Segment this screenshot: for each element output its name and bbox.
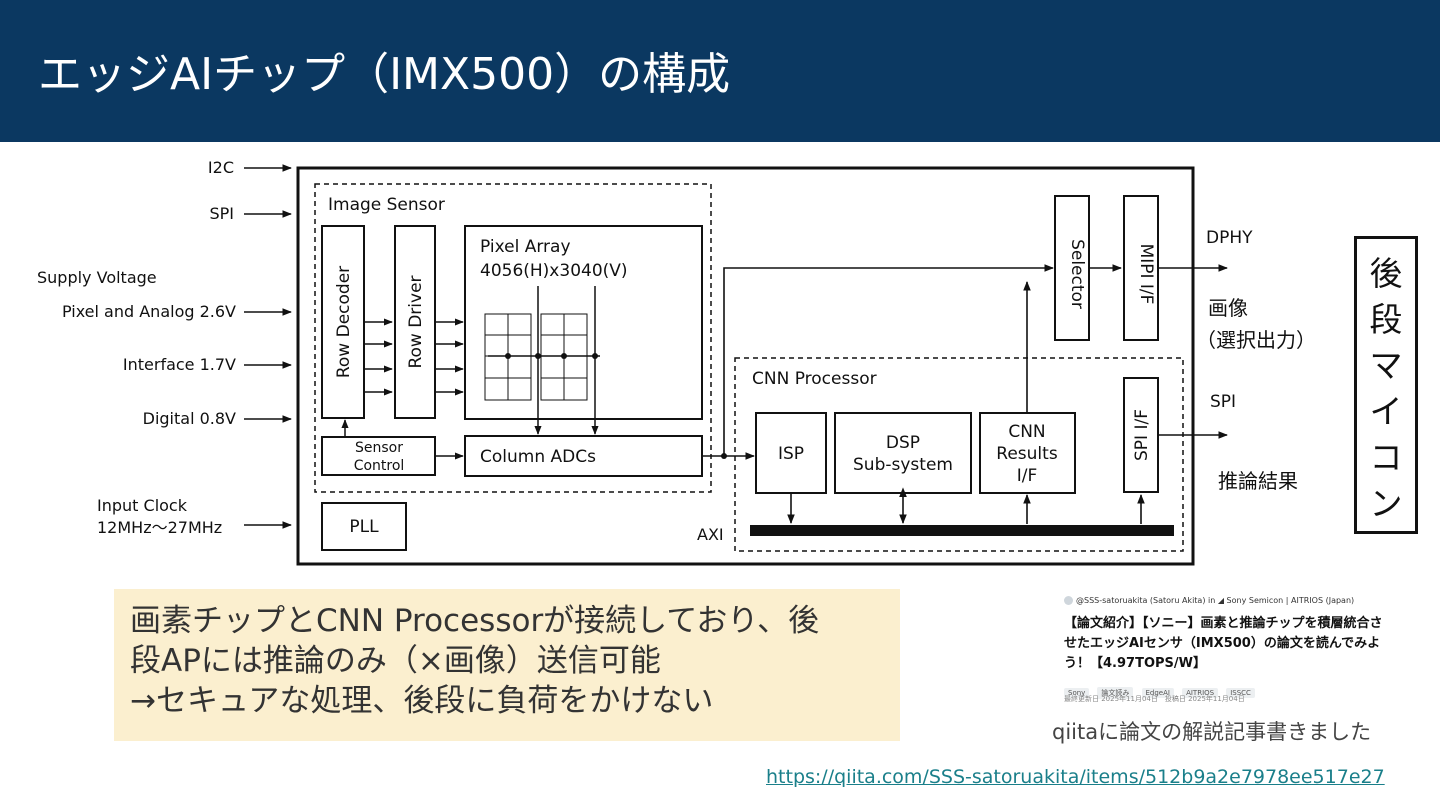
row-decoder-block: [321, 225, 365, 419]
sensor-control-label-1: Sensor: [355, 440, 403, 456]
dsp-label-1: DSP: [886, 433, 920, 453]
column-adcs-label: Column ADCs: [480, 447, 596, 467]
clock-range-label: 12MHz～27MHz: [97, 518, 222, 537]
mipi-block: [1123, 195, 1159, 341]
cnn-results-label-1: CNN: [1008, 422, 1045, 442]
digital-voltage-label: Digital 0.8V: [143, 409, 236, 428]
spi-out-label: SPI: [1210, 392, 1236, 412]
image-output-label: 画像: [1208, 296, 1248, 320]
image-sensor-region: [314, 183, 712, 493]
image-sensor-label: Image Sensor: [328, 195, 445, 215]
title-bar: エッジAIチップ（IMX500）の構成: [0, 0, 1440, 142]
dsp-label-2: Sub-system: [853, 455, 953, 475]
pixel-array-block: [464, 225, 703, 420]
article-dates: 最終更新日 2025年11月04日 投稿日 2025年11月04日: [1064, 695, 1245, 703]
input-spi-label: SPI: [209, 204, 234, 223]
sensor-control-label-2: Control: [354, 458, 405, 474]
axi-bus: [750, 525, 1174, 536]
isp-label: ISP: [778, 444, 804, 464]
input-i2c-label: I2C: [208, 158, 234, 177]
article-tag[interactable]: EdgeAI: [1141, 688, 1174, 698]
chip-outline: [296, 166, 1195, 566]
mipi-label: MIPI I/F: [1136, 244, 1156, 305]
pixel-array-label: Pixel Array: [480, 237, 571, 257]
inference-result-label: 推論結果: [1218, 469, 1298, 493]
cnn-results-block: [979, 412, 1076, 494]
imx500-block-diagram: I2C SPI Supply Voltage Pixel and Analog …: [37, 158, 1316, 566]
article-organization: Sony Semicon | AITRIOS (Japan): [1226, 596, 1355, 605]
row-decoder-label: Row Decoder: [334, 266, 354, 378]
user-avatar-icon: [1064, 596, 1073, 605]
article-caption: qiitaに論文の解説記事書きました: [1052, 720, 1372, 744]
article-tags: Sony 論文読み EdgeAI AITRIOS ISSCC: [1064, 680, 1258, 699]
article-byline: @SSS-satoruakita (Satoru Akita) in ◢ Son…: [1064, 596, 1354, 605]
downstream-mcu-box: 後 段 マ イ コ ン: [1354, 236, 1418, 534]
slide-title: エッジAIチップ（IMX500）の構成: [38, 49, 731, 100]
interface-voltage-label: Interface 1.7V: [123, 355, 236, 374]
cnn-processor-region: [734, 357, 1184, 552]
article-tag[interactable]: AITRIOS: [1182, 688, 1219, 698]
article-link[interactable]: https://qiita.com/SSS-satoruakita/items/…: [766, 766, 1385, 788]
article-tag[interactable]: Sony: [1064, 688, 1090, 698]
cnn-processor-label: CNN Processor: [752, 369, 877, 389]
pll-label: PLL: [349, 517, 379, 537]
summary-note: 画素チップとCNN Processorが接続しており、後 段APには推論のみ（×…: [114, 589, 900, 741]
selector-block: [1054, 195, 1090, 341]
axi-label: AXI: [697, 525, 724, 544]
article-card[interactable]: @SSS-satoruakita (Satoru Akita) in ◢ Son…: [1064, 596, 1394, 706]
org-logo-icon: ◢: [1217, 596, 1224, 605]
column-adcs-block: [464, 435, 703, 477]
pll-block: [321, 502, 407, 551]
article-author: @SSS-satoruakita (Satoru Akita): [1076, 596, 1206, 605]
article-title: 【論文紹介】【ソニー】画素と推論チップを積層統合させたエッジAIセンサ（IMX5…: [1064, 616, 1383, 671]
cnn-results-label-3: I/F: [1017, 466, 1038, 486]
pixel-analog-voltage-label: Pixel and Analog 2.6V: [62, 302, 236, 321]
supply-voltage-label: Supply Voltage: [37, 268, 157, 287]
isp-block: [755, 412, 827, 494]
row-driver-label: Row Driver: [406, 275, 426, 368]
downstream-mcu-label: 後 段 マ イ コ ン: [1369, 254, 1403, 523]
spi-if-label: SPI I/F: [1132, 409, 1152, 461]
image-selective-label: （選択出力）: [1196, 328, 1316, 352]
spi-if-block: [1123, 377, 1159, 493]
dphy-label: DPHY: [1206, 228, 1253, 248]
article-tag[interactable]: ISSCC: [1226, 688, 1255, 698]
selector-label: Selector: [1067, 239, 1087, 309]
article-byline-in: in: [1208, 596, 1216, 605]
dsp-block: [834, 412, 972, 494]
article-tag[interactable]: 論文読み: [1097, 687, 1134, 699]
pixel-array-size-label: 4056(H)x3040(V): [480, 261, 628, 281]
input-clock-label: Input Clock: [97, 496, 188, 515]
cnn-results-label-2: Results: [996, 444, 1058, 464]
summary-note-text: 画素チップとCNN Processorが接続しており、後 段APには推論のみ（×…: [130, 603, 820, 719]
